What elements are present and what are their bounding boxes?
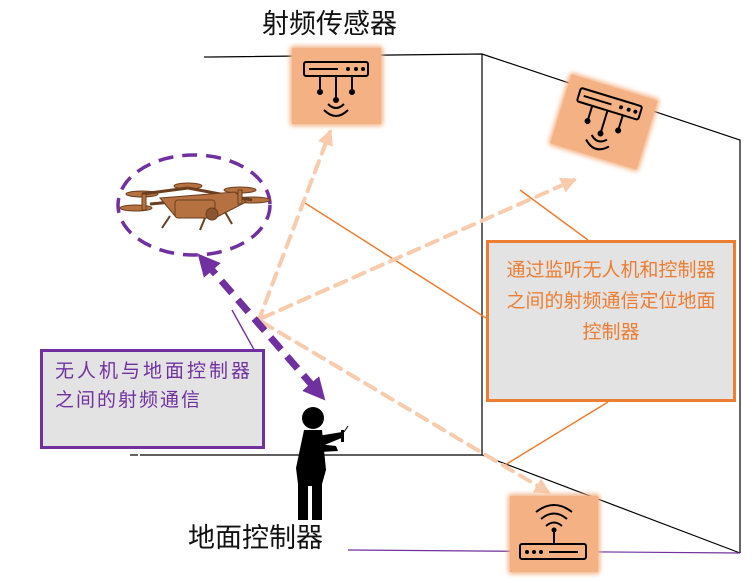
locate-controller-callout: 通过监听无人机和控制器之间的射频通信定位地面控制器 (486, 240, 736, 402)
drone-link-callout: 无人机与地面控制器之间的射频通信 (40, 349, 265, 449)
drone-controller-link-arrow (197, 253, 326, 401)
rf-sensor-top (290, 46, 383, 126)
drone-icon (119, 182, 271, 231)
drone-link-callout-text: 无人机与地面控制器之间的射频通信 (55, 360, 252, 411)
rf-sensor-right (548, 72, 660, 172)
rf-sensor-label: 射频传感器 (262, 9, 397, 40)
person-with-remote-icon (296, 407, 349, 520)
locate-controller-callout-text: 通过监听无人机和控制器之间的射频通信定位地面控制器 (506, 259, 716, 343)
ground-controller-label: 地面控制器 (188, 523, 323, 554)
rf-sensor-bottom (508, 494, 600, 574)
drone-highlight-ellipse (116, 153, 272, 257)
